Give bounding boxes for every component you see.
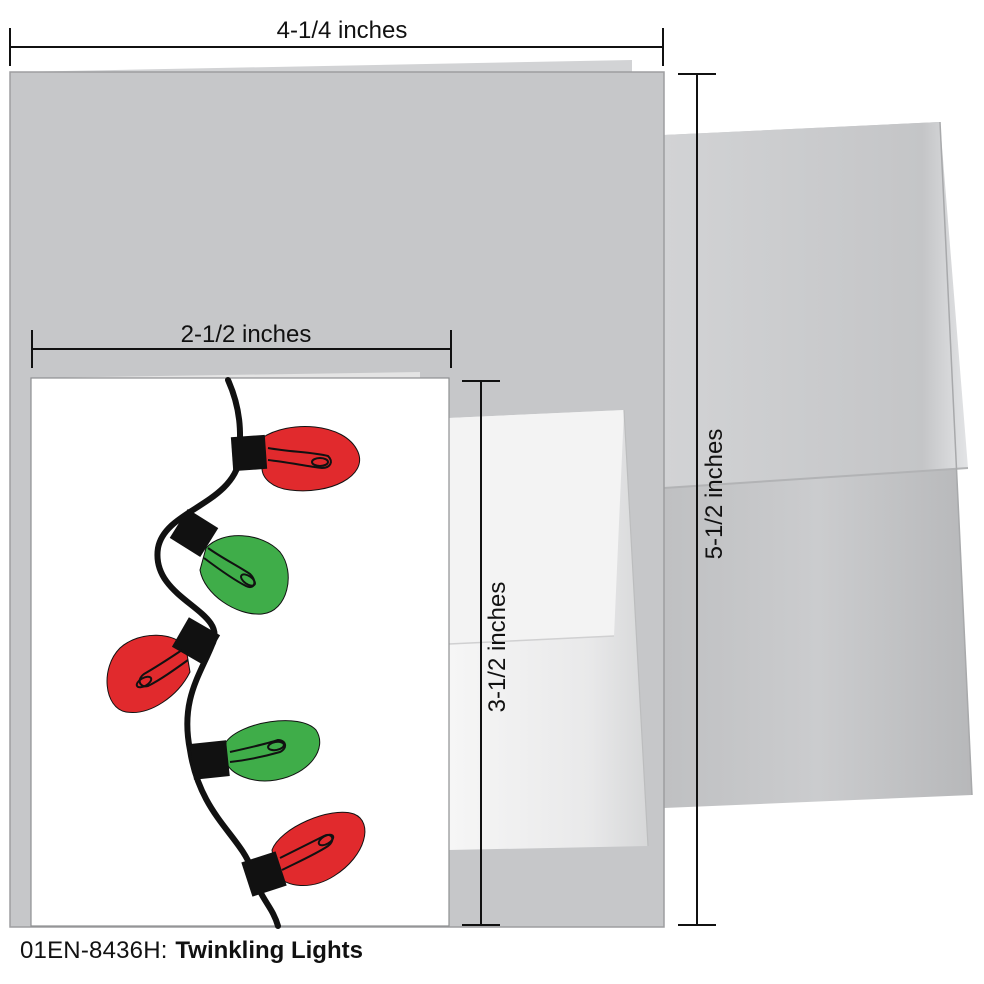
bulb-red-3-filament — [279, 834, 334, 871]
twinkling-lights-illustration — [106, 377, 366, 929]
bulb-red-1-filament — [267, 447, 332, 470]
dimension-large-height: 5-1/2 inches — [678, 73, 728, 926]
bulb-red-1-socket — [230, 434, 268, 472]
bulb-red-1-filament-loop — [311, 457, 329, 467]
small-height-label: 3-1/2 inches — [484, 582, 511, 713]
bulb-red-2 — [106, 617, 221, 713]
small-envelope-flap — [449, 410, 624, 644]
bulb-green-2 — [190, 720, 321, 782]
bulb-red-3-filament-loop — [317, 833, 335, 847]
bulb-red-2-filament-loop — [135, 675, 153, 689]
bulb-red-2-glass — [106, 634, 191, 713]
small-width-label: 2-1/2 inches — [181, 321, 312, 348]
large-envelope-fold-line — [663, 467, 969, 489]
large-envelope — [663, 121, 973, 808]
dimension-small-width: 2-1/2 inches — [31, 321, 452, 368]
product-code: 01EN-8436H — [20, 937, 161, 964]
bulb-green-2-socket — [190, 740, 230, 780]
bulb-green-1-filament-loop — [240, 573, 256, 587]
large-envelope-edge — [939, 121, 973, 796]
large-height-label: 5-1/2 inches — [701, 429, 728, 560]
bulb-red-3-glass — [271, 811, 366, 887]
small-card — [30, 372, 450, 929]
dimension-small-height: 3-1/2 inches — [462, 380, 511, 926]
bulb-red-1-glass — [261, 425, 361, 492]
bulb-green-1-socket — [169, 509, 219, 557]
dimension-large-width: 4-1/4 inches — [9, 17, 664, 66]
product-separator: : — [160, 937, 168, 964]
bulb-red-1 — [230, 425, 361, 492]
bulb-green-1 — [169, 509, 289, 615]
large-width-label: 4-1/4 inches — [277, 17, 408, 44]
small-envelope-fold-line — [448, 635, 615, 645]
small-envelope — [448, 409, 649, 850]
bulb-red-2-filament — [138, 649, 189, 688]
product-name: Twinkling Lights — [175, 937, 363, 964]
bulb-red-3 — [241, 811, 366, 897]
bulb-red-2-socket — [171, 617, 221, 665]
bulb-green-2-filament — [229, 738, 286, 763]
large-envelope-flap — [664, 122, 968, 488]
product-caption: 01EN-8436H: Twinkling Lights — [20, 936, 363, 966]
bulb-green-2-filament-loop — [267, 740, 285, 752]
small-envelope-edge — [623, 409, 649, 847]
bulb-red-3-socket — [241, 851, 287, 897]
